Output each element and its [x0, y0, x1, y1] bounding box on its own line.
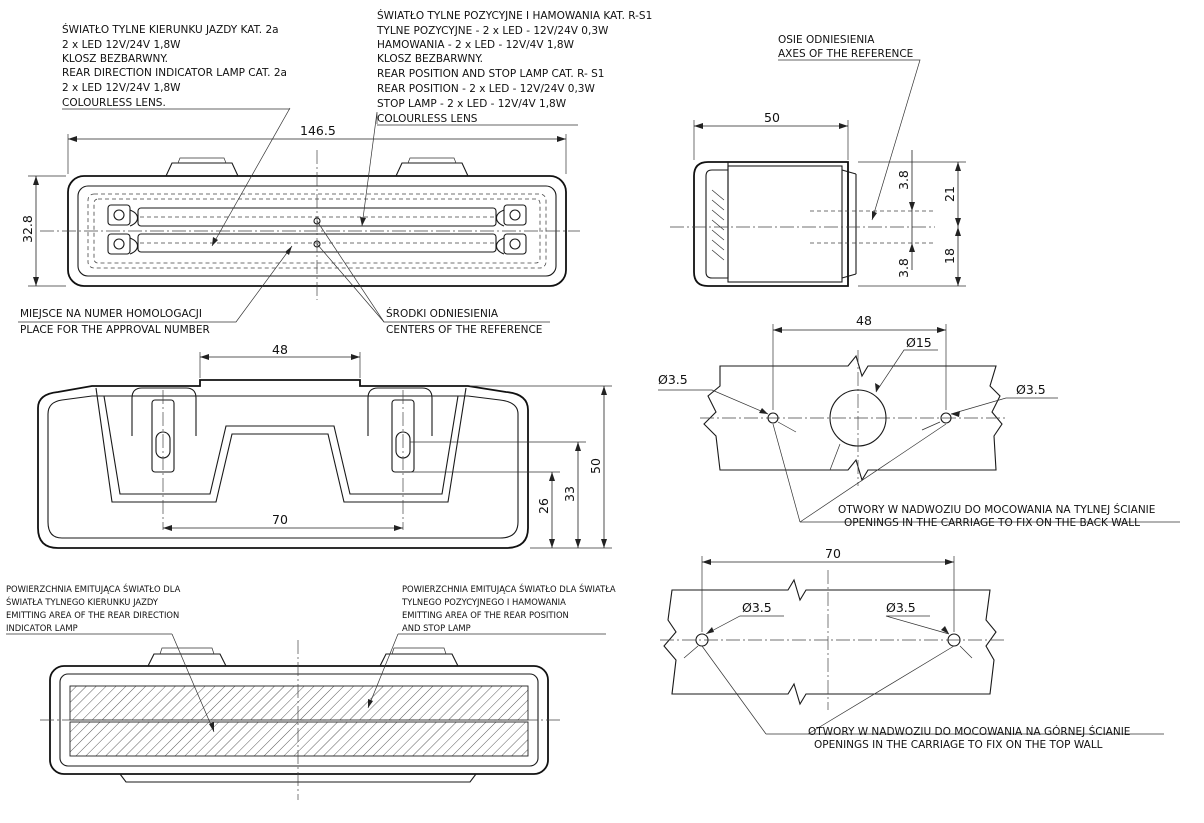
note-line: ŚWIATŁA TYLNEGO KIERUNKU JAZDY	[6, 596, 159, 607]
note-line: REAR POSITION - 2 x LED - 12V/24V 0,3W	[377, 83, 595, 95]
mounting-lug-left	[131, 387, 197, 530]
note-position-stop-lamp: ŚWIATŁO TYLNE POZYCYJNE I HAMOWANIA KAT.…	[376, 9, 652, 126]
top-wall-openings: 70 Ø3.5 Ø3.5	[660, 546, 1164, 735]
dim-top-hole-left: Ø3.5	[742, 600, 772, 615]
note-line: POWIERZCHNIA EMITUJĄCA ŚWIATŁO DLA	[6, 583, 181, 594]
note-line: CENTERS OF THE REFERENCE	[386, 324, 542, 336]
dim-top-hole-right: Ø3.5	[886, 600, 916, 615]
emitting-area-position	[69, 721, 529, 757]
note-back-wall: OTWORY W NADWOZIU DO MOCOWANIA NA TYLNEJ…	[838, 503, 1155, 529]
note-line: OTWORY W NADWOZIU DO MOCOWANIA NA TYLNEJ…	[838, 503, 1155, 516]
note-line: REAR DIRECTION INDICATOR LAMP CAT. 2a	[62, 67, 287, 79]
note-direction-lamp: ŚWIATŁO TYLNE KIERUNKU JAZDY KAT. 2a 2 x…	[62, 23, 290, 110]
note-line: AND STOP LAMP	[402, 623, 471, 633]
note-line: INDICATOR LAMP	[6, 623, 78, 633]
mounting-lug-right	[367, 387, 433, 530]
front-view: 146.5 32.8	[18, 107, 580, 323]
side-view: 50 21 18 3.8 3.8	[670, 59, 966, 287]
note-line: 2 x LED 12V/24V 1,8W	[62, 39, 181, 51]
dim-side-width: 50	[764, 110, 780, 125]
dim-top-spacing: 70	[825, 546, 841, 561]
note-line: ŚWIATŁO TYLNE KIERUNKU JAZDY KAT. 2a	[62, 23, 279, 36]
note-line: OTWORY W NADWOZIU DO MOCOWANIA NA GÓRNEJ…	[808, 725, 1130, 738]
note-emit-position: POWIERZCHNIA EMITUJĄCA ŚWIATŁO DLA ŚWIAT…	[401, 583, 616, 633]
note-line: KLOSZ BEZBARWNY.	[62, 53, 168, 65]
note-line: KLOSZ BEZBARWNY.	[377, 53, 483, 65]
dim-bottom-h26: 26	[536, 498, 551, 514]
note-line: EMITTING AREA OF THE REAR POSITION	[402, 610, 569, 620]
note-reference-centers: ŚRODKI ODNIESIENIA CENTERS OF THE REFERE…	[386, 307, 542, 336]
emitting-area-view	[6, 633, 606, 800]
note-line: REAR POSITION AND STOP LAMP CAT. R- S1	[377, 68, 604, 80]
note-line: TYLNEGO POZYCYJNEGO I HAMOWANIA	[401, 597, 566, 607]
note-line: STOP LAMP - 2 x LED - 12V/4V 1,8W	[377, 98, 567, 110]
note-reference-axes: OSIE ODNIESIENIA AXES OF THE REFERENCE	[778, 34, 913, 60]
dim-back-big-hole: Ø15	[906, 335, 932, 350]
note-line: POWIERZCHNIA EMITUJĄCA ŚWIATŁO DLA ŚWIAT…	[402, 583, 616, 594]
dim-bottom-h33: 33	[562, 486, 577, 502]
dim-side-upper: 21	[942, 186, 957, 202]
note-line: OSIE ODNIESIENIA	[778, 34, 875, 46]
dim-back-hole-left: Ø3.5	[658, 372, 688, 387]
emitting-area-direction	[69, 685, 529, 721]
back-wall-openings: 48 Ø15 Ø3.5 Ø3.5	[658, 313, 1180, 523]
note-line: 2 x LED 12V/24V 1,8W	[62, 82, 181, 94]
dim-side-offset-bottom: 3.8	[896, 258, 911, 278]
dim-side-lower: 18	[942, 248, 957, 264]
dim-back-spacing: 48	[856, 313, 872, 328]
note-line: OPENINGS IN THE CARRIAGE TO FIX ON THE T…	[814, 739, 1103, 751]
dim-bottom-top: 48	[272, 342, 288, 357]
note-line: EMITTING AREA OF THE REAR DIRECTION	[6, 610, 179, 620]
note-approval-number: MIEJSCE NA NUMER HOMOLOGACJI PLACE FOR T…	[20, 308, 210, 336]
dim-back-hole-right: Ø3.5	[1016, 382, 1046, 397]
dim-front-height: 32.8	[20, 215, 35, 243]
note-line: PLACE FOR THE APPROVAL NUMBER	[20, 324, 210, 336]
dim-bottom-slots: 70	[272, 512, 288, 527]
note-line: COLOURLESS LENS.	[62, 97, 166, 109]
dim-bottom-h50: 50	[588, 458, 603, 474]
note-line: MIEJSCE NA NUMER HOMOLOGACJI	[20, 308, 202, 320]
dim-side-offset-top: 3.8	[896, 170, 911, 190]
note-line: HAMOWANIA - 2 x LED - 12V/4V 1,8W	[377, 39, 575, 51]
note-line: TYLNE POZYCYJNE - 2 x LED - 12V/24V 0,3W	[376, 25, 609, 37]
note-line: ŚRODKI ODNIESIENIA	[386, 307, 499, 320]
note-emit-direction: POWIERZCHNIA EMITUJĄCA ŚWIATŁO DLA ŚWIAT…	[6, 583, 181, 633]
bottom-view: 48 70 26 33 50	[37, 342, 612, 549]
note-line: COLOURLESS LENS	[377, 113, 478, 125]
note-line: OPENINGS IN THE CARRIAGE TO FIX ON THE B…	[844, 517, 1140, 529]
note-line: AXES OF THE REFERENCE	[778, 48, 913, 60]
led-cluster-right	[495, 204, 527, 255]
led-cluster-left	[107, 204, 139, 255]
dim-front-width: 146.5	[300, 123, 336, 138]
note-top-wall: OTWORY W NADWOZIU DO MOCOWANIA NA GÓRNEJ…	[808, 725, 1130, 751]
note-line: ŚWIATŁO TYLNE POZYCYJNE I HAMOWANIA KAT.…	[377, 9, 652, 22]
